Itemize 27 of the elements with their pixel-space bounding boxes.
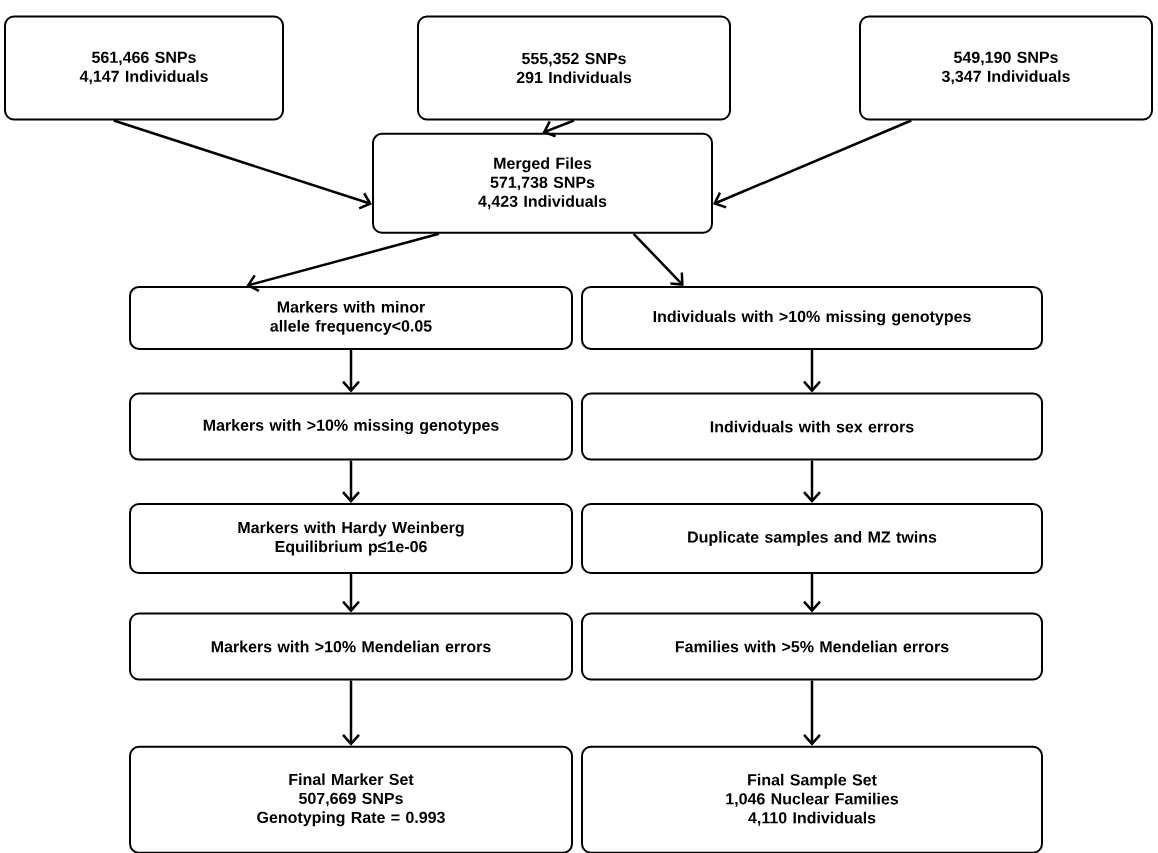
process-box: Final Marker Set 507,669 SNPs Genotyping Rate = 0.993 [129, 745, 573, 853]
process-box: Markers with >10% Mendelian errors [129, 612, 573, 681]
arrow [803, 680, 821, 746]
arrow [342, 349, 360, 393]
process-box: 549,190 SNPs 3,347 Individuals [859, 15, 1153, 121]
process-box: Final Sample Set 1,046 Nuclear Families 4,110 Individuals [581, 745, 1043, 853]
process-box: Markers with minor allele frequency<0.05 [129, 285, 573, 350]
arrow [342, 460, 360, 503]
arrow [803, 460, 821, 503]
process-box: Markers with Hardy Weinberg Equilibrium p≤1e-06 [129, 503, 573, 574]
arrow [632, 232, 684, 286]
process-box: Individuals with sex errors [581, 392, 1043, 461]
arrow [542, 119, 575, 138]
process-box: Markers with >10% missing genotypes [129, 392, 573, 461]
arrow [342, 680, 360, 746]
process-box: Individuals with >10% missing genotypes [581, 285, 1043, 350]
arrow [803, 349, 821, 393]
arrow [246, 232, 440, 292]
process-box: 561,466 SNPs 4,147 Individuals [4, 15, 284, 121]
process-box: 555,352 SNPs 291 Individuals [417, 15, 731, 121]
arrow [803, 574, 821, 613]
arrow [713, 119, 912, 209]
arrow [342, 574, 360, 613]
process-box: Families with >5% Mendelian errors [581, 612, 1043, 681]
process-box: Merged Files 571,738 SNPs 4,423 Individuals [372, 132, 713, 234]
arrow [113, 119, 372, 210]
process-box: Duplicate samples and MZ twins [581, 503, 1043, 574]
